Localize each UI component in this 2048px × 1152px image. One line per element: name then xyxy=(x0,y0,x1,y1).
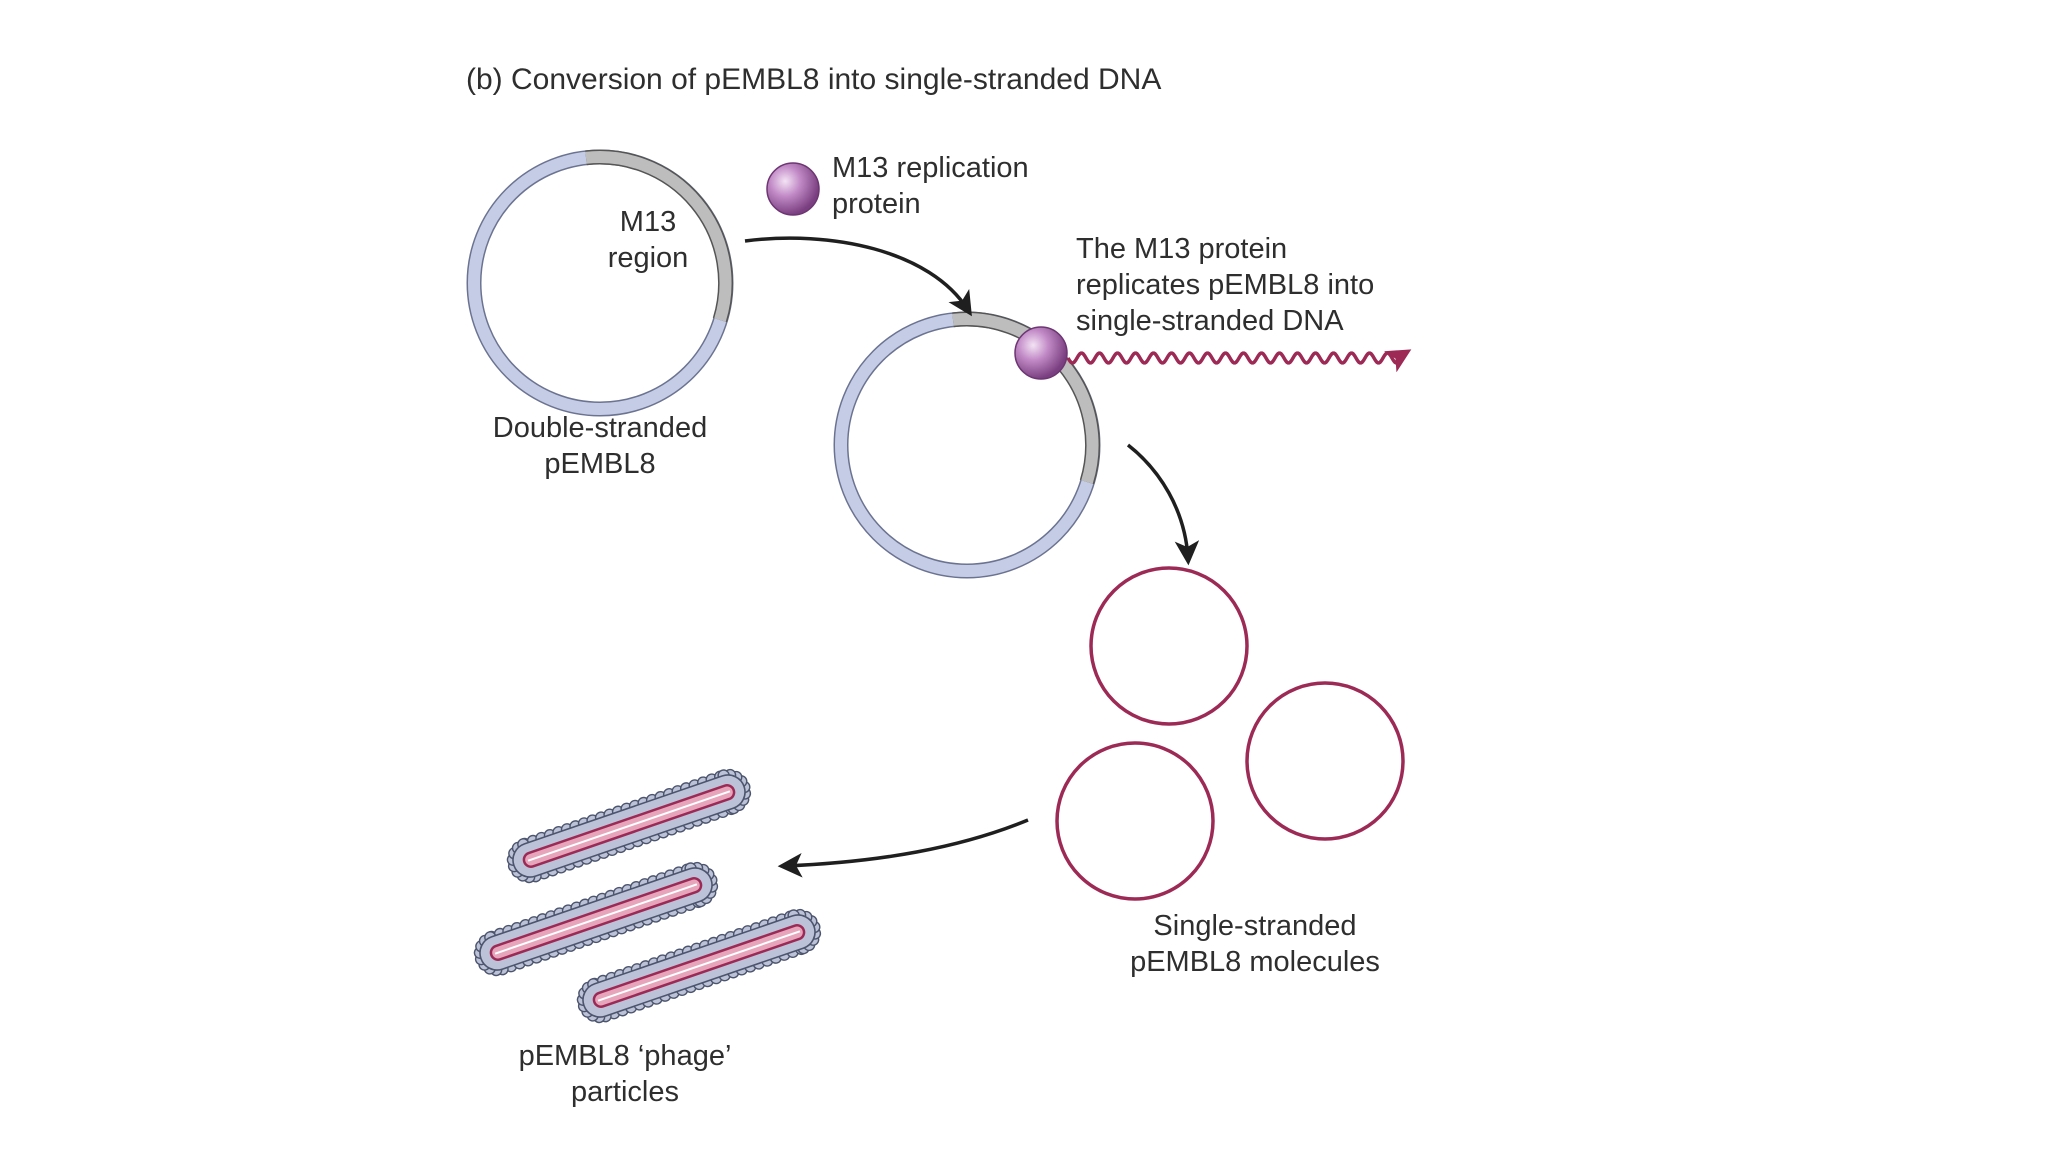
replication-protein-label: M13 replication protein xyxy=(832,150,1029,222)
arrow-to-replication xyxy=(744,236,972,317)
ss-circle xyxy=(1245,681,1405,841)
single-stranded-label-line1: Single-stranded xyxy=(1153,910,1357,942)
replication-protein-label-line2: protein xyxy=(832,188,921,220)
double-stranded-plasmid xyxy=(466,149,734,417)
single-stranded-dna-strand xyxy=(1066,349,1412,373)
m13-region-label-line1: M13 xyxy=(619,206,677,238)
ss-circle xyxy=(1055,741,1215,901)
double-stranded-label-line2: pEMBL8 xyxy=(544,448,656,480)
replicates-label-line1: The M13 protein xyxy=(1076,233,1288,265)
phage-particles-label-line2: particles xyxy=(571,1076,679,1108)
ss-circle xyxy=(1089,566,1249,726)
phage-particle xyxy=(576,908,822,1024)
single-stranded-molecules xyxy=(1055,566,1405,901)
replicates-label-line2: replicates pEMBL8 into xyxy=(1076,269,1375,301)
phage-particles xyxy=(473,768,822,1024)
replicates-label: The M13 protein replicates pEMBL8 into s… xyxy=(1076,231,1374,339)
phage-particle xyxy=(473,861,719,977)
phage-particle xyxy=(506,768,752,884)
replication-protein-label-line1: M13 replication xyxy=(832,152,1029,184)
m13-protein-icon xyxy=(766,162,820,216)
m13-region-label: M13 region xyxy=(598,204,698,276)
phage-particles-label-line1: pEMBL8 ‘phage’ xyxy=(518,1040,732,1072)
bound-m13-protein-icon xyxy=(1014,326,1068,380)
arrow-to-phage-particles xyxy=(777,818,1029,878)
figure-title: (b) Conversion of pEMBL8 into single-str… xyxy=(466,63,1162,96)
arrow-to-single-stranded xyxy=(1126,443,1200,566)
double-stranded-label-line1: Double-stranded xyxy=(492,412,708,444)
single-stranded-label-line2: pEMBL8 molecules xyxy=(1130,946,1380,978)
double-stranded-label: Double-stranded pEMBL8 xyxy=(450,410,750,482)
m13-region-label-line2: region xyxy=(607,242,689,274)
phage-particles-label: pEMBL8 ‘phage’ particles xyxy=(475,1038,775,1110)
single-stranded-label: Single-stranded pEMBL8 molecules xyxy=(1105,908,1405,980)
replicates-label-line3: single-stranded DNA xyxy=(1076,305,1344,337)
